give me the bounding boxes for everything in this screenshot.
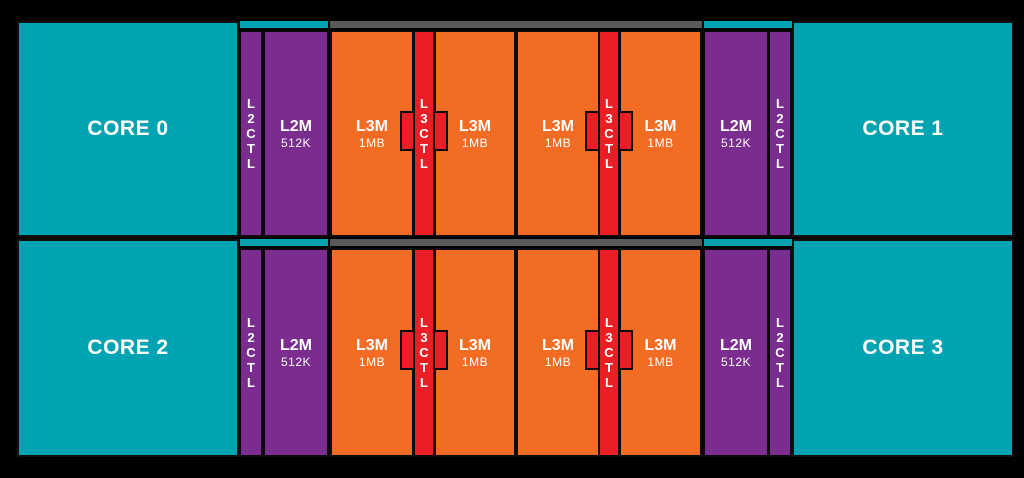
l3m-top-3-size: 1MB [544,135,572,150]
l3ctl-top-1-c5: L [420,156,428,171]
core-1-label: CORE 1 [862,117,944,140]
l2m-bottom-right-name: L2M [720,336,752,354]
core-3-label: CORE 3 [862,336,944,359]
l2ctl-bottom-right-c3: C [775,345,785,360]
l2m-top-left-size: 512K [280,135,312,150]
l3m-bottom-2-name: L3M [459,336,491,354]
l3ctl-top-1-c1: L [420,96,428,111]
l2ctl-bottom-left-c2: 2 [247,330,255,345]
l3ctl-bottom-2-c2: 3 [605,330,613,345]
l2ctl-bottom-left-c3: C [246,345,256,360]
core-1: CORE 1 [792,21,1014,237]
l2ctl-bottom-right-c1: L [776,315,784,330]
l3ctl-top-2-c5: L [605,156,613,171]
l2ctl-top-left-c2: 2 [247,111,255,126]
l2m-top-right-name: L2M [720,117,752,135]
l2m-bottom-left-name: L2M [280,336,312,354]
l3m-bottom-3-name: L3M [542,336,574,354]
l3m-bottom-1-name: L3M [356,336,388,354]
l2ctl-top-left-c1: L [247,96,255,111]
l3m-top-1-name: L3M [356,117,388,135]
l3ctl-bottom-1-c1: L [420,315,428,330]
l3m-bottom-4-size: 1MB [647,354,674,369]
l3ctl-top-1: L 3 C T L [413,30,435,237]
top-row-center-strip [330,21,702,28]
l2m-bottom-left: L2M 512K [263,248,329,457]
l2ctl-top-right: L 2 C T L [768,30,792,237]
core-2: CORE 2 [17,239,239,457]
bottom-row-left-strip [240,239,328,246]
l3ctl-bottom-2: L 3 C T L [598,248,620,457]
top-row-left-strip [240,21,328,28]
l2m-bottom-right-size: 512K [720,354,752,369]
l3m-top-3-name: L3M [542,117,574,135]
l3ctl-top-2: L 3 C T L [598,30,620,237]
l2ctl-bottom-left-c4: T [247,360,255,375]
l3ctl-bottom-2-c4: T [605,360,613,375]
l2ctl-bottom-left: L 2 C T L [239,248,263,457]
l2ctl-top-right-c4: T [776,141,784,156]
l2m-bottom-left-size: 512K [280,354,312,369]
l2ctl-bottom-right-c5: L [776,375,784,390]
l3ctl-top-1-c2: 3 [420,111,428,126]
l3ctl-bottom-2-c5: L [605,375,613,390]
l2ctl-top-right-c5: L [776,156,784,171]
l2ctl-bottom-right: L 2 C T L [768,248,792,457]
l2m-bottom-right: L2M 512K [703,248,769,457]
l3ctl-bottom-1: L 3 C T L [413,248,435,457]
bottom-row-center-strip [330,239,702,246]
l3ctl-top-1-c4: T [420,141,428,156]
l2m-top-right-size: 512K [720,135,752,150]
l2ctl-top-left-c4: T [247,141,255,156]
core-0: CORE 0 [17,21,239,237]
l3m-bottom-1-size: 1MB [358,354,386,369]
top-row-right-strip [704,21,792,28]
l2ctl-bottom-right-c4: T [776,360,784,375]
l2ctl-top-left: L 2 C T L [239,30,263,237]
l2ctl-bottom-left-c1: L [247,315,255,330]
l3m-bottom-4-name: L3M [644,336,677,354]
l3ctl-bottom-1-c5: L [420,375,428,390]
l2m-top-right: L2M 512K [703,30,769,237]
l2ctl-bottom-left-c5: L [247,375,255,390]
l2m-top-left: L2M 512K [263,30,329,237]
l2ctl-top-left-c3: C [246,126,256,141]
l2ctl-top-right-c1: L [776,96,784,111]
l2m-top-left-name: L2M [280,117,312,135]
core-2-label: CORE 2 [87,336,169,359]
l3m-top-2-size: 1MB [461,135,489,150]
l3m-bottom-2-size: 1MB [461,354,489,369]
l3ctl-top-1-c3: C [419,126,429,141]
l2ctl-top-right-c2: 2 [776,111,784,126]
l3m-bottom-3: L3M 1MB [516,248,600,457]
l2ctl-bottom-right-c2: 2 [776,330,784,345]
l3m-top-1-size: 1MB [358,135,386,150]
l3ctl-bottom-1-c2: 3 [420,330,428,345]
core-3: CORE 3 [792,239,1014,457]
l3m-bottom-3-size: 1MB [544,354,572,369]
l3ctl-top-2-c2: 3 [605,111,613,126]
l3m-top-4-name: L3M [644,117,677,135]
bottom-row-right-strip [704,239,792,246]
core-0-label: CORE 0 [87,117,169,140]
l3ctl-bottom-1-c4: T [420,360,428,375]
l3ctl-top-2-c3: C [604,126,614,141]
l3m-top-4-size: 1MB [647,135,674,150]
l3ctl-bottom-1-c3: C [419,345,429,360]
l2ctl-top-right-c3: C [775,126,785,141]
l3ctl-top-2-c4: T [605,141,613,156]
l2ctl-top-left-c5: L [247,156,255,171]
l3ctl-bottom-2-c3: C [604,345,614,360]
l3m-top-2-name: L3M [459,117,491,135]
l3ctl-bottom-2-c1: L [605,315,613,330]
l3ctl-top-2-c1: L [605,96,613,111]
